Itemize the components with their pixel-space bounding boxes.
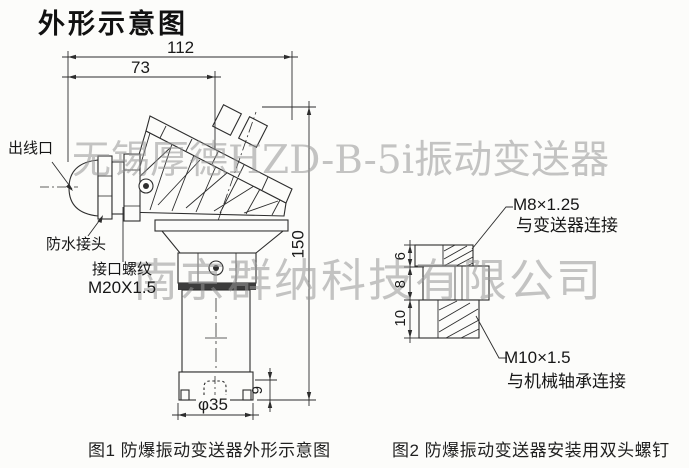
figure2-caption: 图2 防爆振动变送器安装用双头螺钉 bbox=[392, 441, 670, 460]
page-title: 外形示意图 bbox=[38, 9, 188, 39]
head-plug-left bbox=[211, 104, 243, 136]
dim-10-text: 10 bbox=[391, 309, 409, 327]
label-port-thread-spec: M20X1.5 bbox=[88, 278, 157, 297]
leader-m8 bbox=[471, 206, 513, 250]
dim-8-text: 8 bbox=[391, 280, 409, 289]
m10-thread-hatch bbox=[437, 300, 480, 339]
label-waterproof-joint: 防水接头 bbox=[46, 236, 107, 253]
dim-112 bbox=[62, 51, 298, 162]
dim-phi35-text: φ35 bbox=[196, 395, 230, 414]
leader-outlet bbox=[51, 161, 73, 191]
hex-section bbox=[177, 252, 257, 284]
watermark-company: 南京群纳科技有限公司 bbox=[133, 254, 604, 307]
dim-stack-6-8-10 bbox=[404, 240, 440, 343]
base-notch-left bbox=[180, 389, 190, 401]
stud-screw bbox=[414, 244, 490, 339]
neck-cone bbox=[160, 230, 285, 254]
label-m10-desc: 与机械轴承连接 bbox=[507, 372, 626, 391]
dim-150 bbox=[257, 101, 316, 406]
dim-150-text: 150 bbox=[288, 230, 308, 259]
dim-phi35 bbox=[172, 403, 259, 420]
dark-joint-band bbox=[178, 283, 256, 290]
base-notch-right bbox=[242, 389, 252, 401]
dim-6-text: 6 bbox=[391, 252, 409, 261]
dim-73 bbox=[62, 71, 221, 150]
dim-9-text: 9 bbox=[248, 386, 266, 395]
head-hatch-lines bbox=[129, 132, 281, 216]
leader-m10 bbox=[475, 315, 507, 359]
label-port-thread-title: 接口螺纹 bbox=[92, 261, 153, 278]
neck-flange bbox=[154, 219, 289, 232]
label-m8-desc: 与变送器连接 bbox=[516, 216, 618, 235]
label-m8-thread: M8×1.25 bbox=[513, 195, 580, 214]
dim-9 bbox=[255, 368, 277, 412]
dim-112-text: 112 bbox=[167, 38, 195, 57]
leader-waterproof bbox=[87, 215, 103, 237]
transmitter-body bbox=[154, 219, 289, 408]
head-plug-right bbox=[237, 116, 269, 148]
transmitter-head bbox=[121, 104, 293, 259]
dim-73-text: 73 bbox=[131, 58, 150, 77]
m10-section bbox=[418, 299, 480, 339]
label-outlet: 出线口 bbox=[8, 140, 54, 157]
head-lid bbox=[145, 115, 293, 204]
figure1-caption: 图1 防爆振动变送器外形示意图 bbox=[88, 441, 331, 460]
watermark-brand: 无锡厚德HZD-B-5i振动变送器 bbox=[72, 138, 610, 183]
label-m10-thread: M10×1.5 bbox=[504, 348, 571, 367]
